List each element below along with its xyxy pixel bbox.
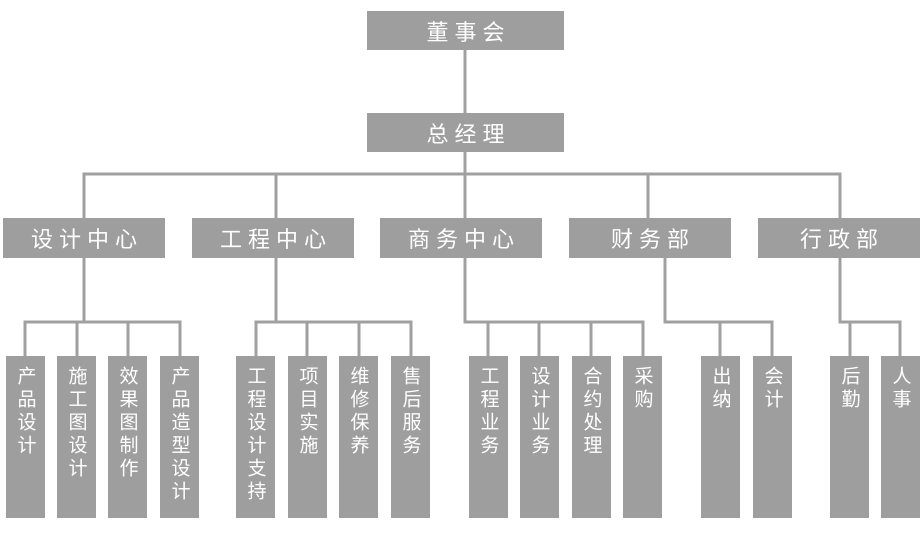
leaf-label: 出纳 (709, 366, 732, 412)
node-dept-engineering: 工程中心 (192, 218, 354, 258)
node-board: 董事会 (367, 11, 564, 50)
node-leaf: 设计业务 (520, 356, 559, 518)
leaf-label: 人事 (889, 366, 912, 412)
node-general-manager: 总经理 (367, 113, 564, 152)
node-dept-admin: 行政部 (758, 218, 920, 258)
leaf-label: 会计 (761, 366, 784, 412)
node-leaf: 效果图制作 (108, 356, 147, 518)
node-leaf: 工程设计支持 (236, 356, 275, 518)
leaf-label: 维修保养 (347, 366, 370, 458)
leaf-label: 产品设计 (14, 366, 37, 458)
leaf-label: 项目实施 (296, 366, 319, 458)
leaf-label: 售后服务 (399, 366, 422, 458)
node-board-label: 董事会 (426, 20, 511, 46)
node-leaf: 工程业务 (469, 356, 508, 518)
leaf-label: 设计业务 (528, 366, 551, 458)
node-dept-finance: 财务部 (569, 218, 731, 258)
leaf-label: 工程业务 (477, 366, 500, 458)
dept-label: 商务中心 (407, 228, 520, 253)
node-leaf: 会计 (753, 356, 792, 518)
dept-label: 工程中心 (219, 228, 332, 253)
node-leaf: 人事 (881, 356, 920, 518)
dept-label: 行政部 (799, 228, 884, 253)
leaf-label: 工程设计支持 (244, 366, 267, 504)
leaf-label: 施工图设计 (65, 366, 88, 481)
node-dept-design: 设计中心 (3, 218, 165, 258)
leaf-label: 合约处理 (580, 366, 603, 458)
leaf-label: 效果图制作 (116, 366, 139, 481)
leaf-label: 后勤 (838, 366, 861, 412)
dept-label: 财务部 (610, 228, 695, 253)
node-leaf: 售后服务 (391, 356, 430, 518)
dept-label: 设计中心 (30, 228, 143, 253)
node-leaf: 项目实施 (288, 356, 327, 518)
node-dept-business: 商务中心 (380, 218, 542, 258)
node-leaf: 后勤 (830, 356, 869, 518)
node-leaf: 出纳 (701, 356, 740, 518)
node-gm-label: 总经理 (426, 122, 511, 148)
node-leaf: 产品设计 (6, 356, 45, 518)
node-leaf: 维修保养 (339, 356, 378, 518)
node-leaf: 采购 (623, 356, 662, 518)
node-leaf: 施工图设计 (57, 356, 96, 518)
leaf-label: 采购 (631, 366, 654, 412)
leaf-label: 产品造型设计 (168, 366, 191, 504)
node-leaf: 合约处理 (572, 356, 611, 518)
node-leaf: 产品造型设计 (160, 356, 199, 518)
